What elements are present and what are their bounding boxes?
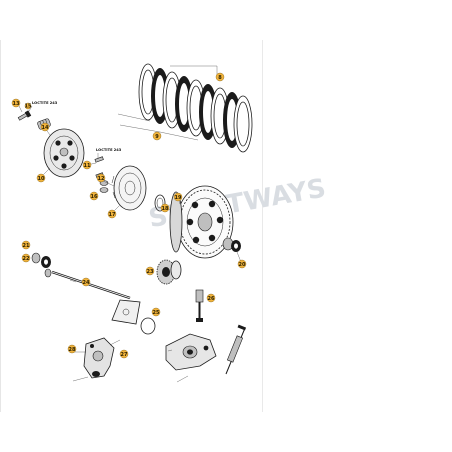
bleeding-syringe [225,324,247,375]
callout-8: 8 [215,72,225,82]
svg-text:18: 18 [162,206,169,212]
callout-14: 14 [40,122,50,132]
basket-bearings [222,237,241,252]
loctite-label-2: LOCTITE 243 [96,148,122,158]
svg-text:26: 26 [208,296,215,302]
svg-text:12: 12 [98,176,105,182]
master-cylinder-housing [165,333,217,371]
callout-22: 22 [21,253,31,263]
svg-text:8: 8 [218,75,222,81]
svg-text:10: 10 [38,176,45,182]
loctite-label-1: LOCTITE 243 [27,101,58,114]
inner-clutch-hub [111,165,147,211]
svg-text:27: 27 [121,352,128,358]
outer-clutch-basket [169,185,234,259]
callout-23: 23 [145,266,155,276]
svg-text:28: 28 [69,347,76,353]
callout-18: 18 [160,203,170,213]
svg-text:16: 16 [91,194,98,200]
callout-21: 21 [21,240,31,250]
primary-gear [156,259,182,285]
clutch-plate-stack [117,63,253,153]
shaft-washers [31,252,52,278]
callout-15: 15 [25,102,32,110]
callout-26: 26 [206,293,216,303]
o-ring [140,317,156,335]
frame-line-left [0,40,1,412]
bleeder-bolt [195,289,204,322]
svg-text:24: 24 [83,280,90,286]
callout-12: 12 [96,173,106,183]
callout-19: 19 [173,192,183,202]
callout-24: 24 [81,277,91,287]
svg-text:22: 22 [23,256,30,262]
callout-11: 11 [82,160,92,170]
callout-10: 10 [36,173,46,183]
slave-cylinder-housing [83,337,115,379]
callout-17: 17 [107,209,117,219]
callout-16: 16 [89,191,99,201]
svg-text:15: 15 [25,104,32,110]
svg-text:13: 13 [13,101,20,107]
loctite-label-text: LOCTITE 243 [96,148,122,152]
mounting-bracket [111,299,141,325]
svg-text:14: 14 [42,125,49,131]
push-rod [51,270,131,300]
callout-25: 25 [151,307,161,317]
callout-13: 13 [11,98,21,108]
callout-9: 9 [152,131,162,141]
svg-text:9: 9 [155,134,159,140]
svg-text:25: 25 [153,310,160,316]
callout-27: 27 [119,349,129,359]
svg-text:17: 17 [109,212,116,218]
frame-line-right [262,40,263,412]
svg-text:21: 21 [23,243,30,249]
svg-text:23: 23 [147,269,154,275]
pressure-plate [43,128,85,178]
callout-20: 20 [237,259,247,269]
hub-washer [154,194,166,212]
callout-28: 28 [67,344,77,354]
svg-text:20: 20 [239,262,246,268]
svg-text:11: 11 [84,163,91,169]
svg-text:19: 19 [175,195,182,201]
loctite-label-text: LOCTITE 243 [32,101,58,105]
